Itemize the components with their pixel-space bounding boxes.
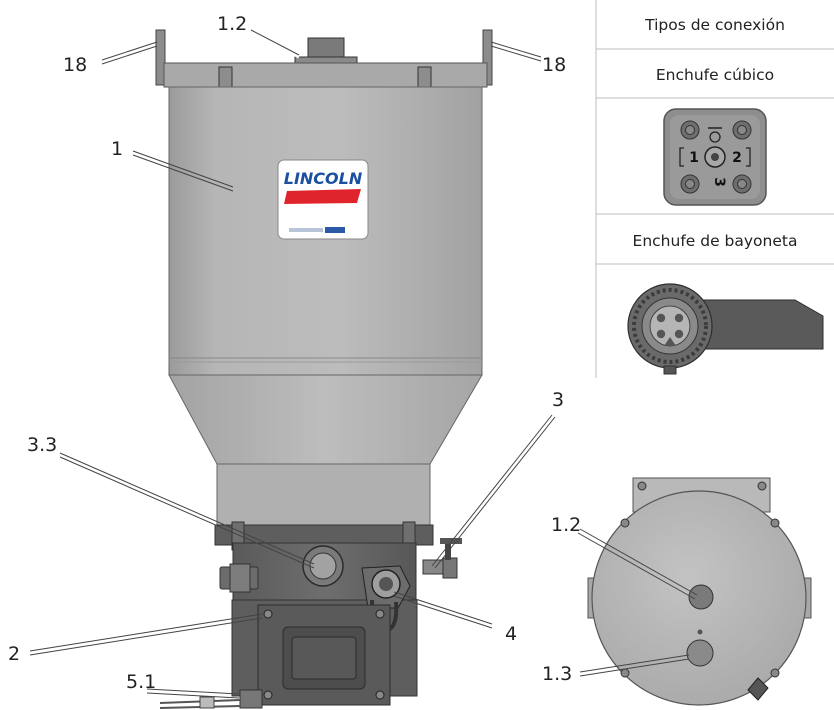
- pump-cover-plate: [257, 604, 391, 706]
- bayonet-plug-label: Enchufe de bayoneta: [633, 232, 798, 250]
- reservoir-collar: [216, 463, 431, 528]
- mounting-bracket-left: [155, 29, 166, 86]
- pump-front-view: LINCOLN: [155, 29, 493, 709]
- bayonet-plug-image: [627, 283, 824, 375]
- callout-3: 3: [552, 389, 564, 411]
- pump-top-view: [587, 477, 812, 706]
- callout-4: 4: [505, 623, 517, 645]
- leader-lines: [29, 29, 698, 699]
- cube-pin-2: 2: [732, 150, 742, 166]
- callout-1-2-side: 1.2: [551, 514, 581, 536]
- callout-18-left: 18: [63, 54, 87, 76]
- port-1-3-top-view: [686, 639, 714, 667]
- cube-pin-3: 3: [711, 177, 727, 187]
- connection-types-title: Tipos de conexión: [644, 16, 785, 34]
- callout-labels: 1.2 18 18 1 3.3 3 4 2 5.1 1.2 1.3: [8, 13, 581, 693]
- reservoir-lid: [163, 62, 488, 88]
- callout-1: 1: [111, 138, 123, 160]
- cube-plug-image: 1 2 3: [663, 108, 767, 206]
- callout-1-2-top: 1.2: [217, 13, 247, 35]
- callout-3-3: 3.3: [27, 434, 57, 456]
- port-1-2-top-view: [688, 584, 714, 610]
- callout-1-3: 1.3: [542, 663, 572, 685]
- brand-logo: LINCOLN: [284, 169, 363, 188]
- ground-symbol-icon: [709, 131, 721, 143]
- screw-icon: [680, 120, 752, 194]
- connection-types-panel: Tipos de conexión Enchufe cúbico Enchufe…: [595, 0, 834, 378]
- brand-label-plate: LINCOLN: [277, 159, 369, 240]
- callout-5-1: 5.1: [126, 671, 156, 693]
- cube-plug-label: Enchufe cúbico: [656, 66, 774, 84]
- outlet-fitting: [159, 689, 263, 709]
- reservoir-hopper: [168, 374, 483, 465]
- callout-18-right: 18: [542, 54, 566, 76]
- side-plug: [219, 563, 259, 593]
- callout-2: 2: [8, 643, 20, 665]
- cube-pin-1: 1: [689, 150, 699, 166]
